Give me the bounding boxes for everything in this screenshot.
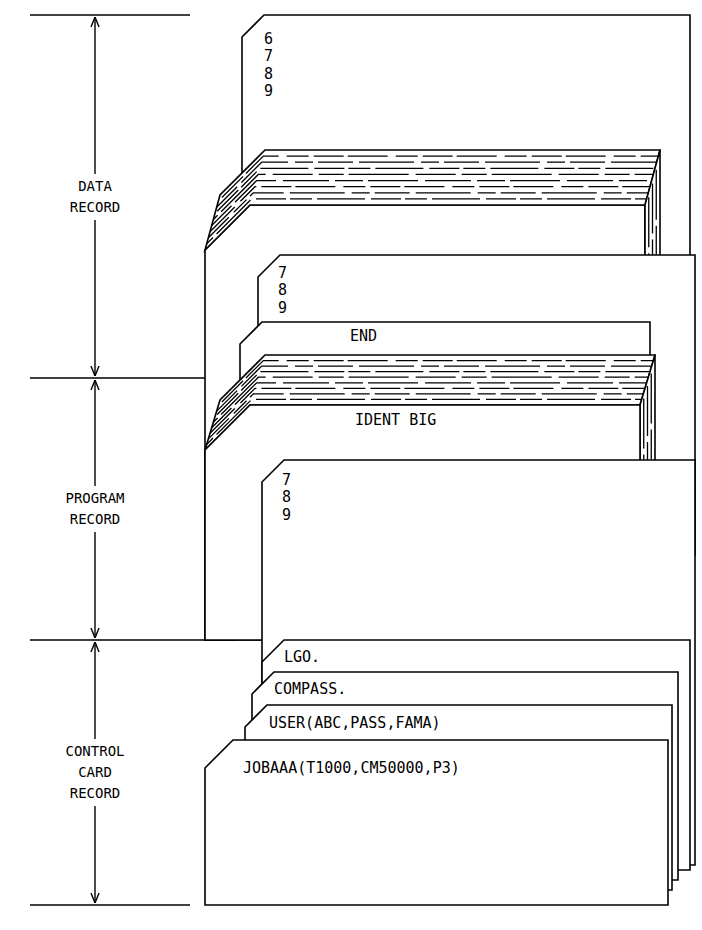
card-text: JOBAAA(T1000,CM50000,P3): [243, 760, 460, 777]
record-label: DATA RECORD: [55, 174, 135, 220]
card-text: 7 8 9: [282, 472, 300, 524]
punched-card: JOBAAA(T1000,CM50000,P3): [205, 740, 668, 905]
bracket-tick: [30, 14, 190, 15]
card-text: 6 7 8 9: [264, 31, 282, 100]
card-text: USER(ABC,PASS,FAMA): [269, 715, 441, 732]
card-text: IDENT BIG: [355, 412, 436, 429]
record-label: CONTROL CARD RECORD: [55, 739, 135, 806]
card-text: COMPASS.: [274, 681, 346, 698]
record-label: PROGRAM RECORD: [55, 486, 135, 532]
card-text: LGO.: [284, 649, 320, 666]
card-text: 7 8 9: [278, 265, 296, 317]
card-text: END: [350, 328, 377, 345]
bracket-tick: [30, 904, 190, 905]
